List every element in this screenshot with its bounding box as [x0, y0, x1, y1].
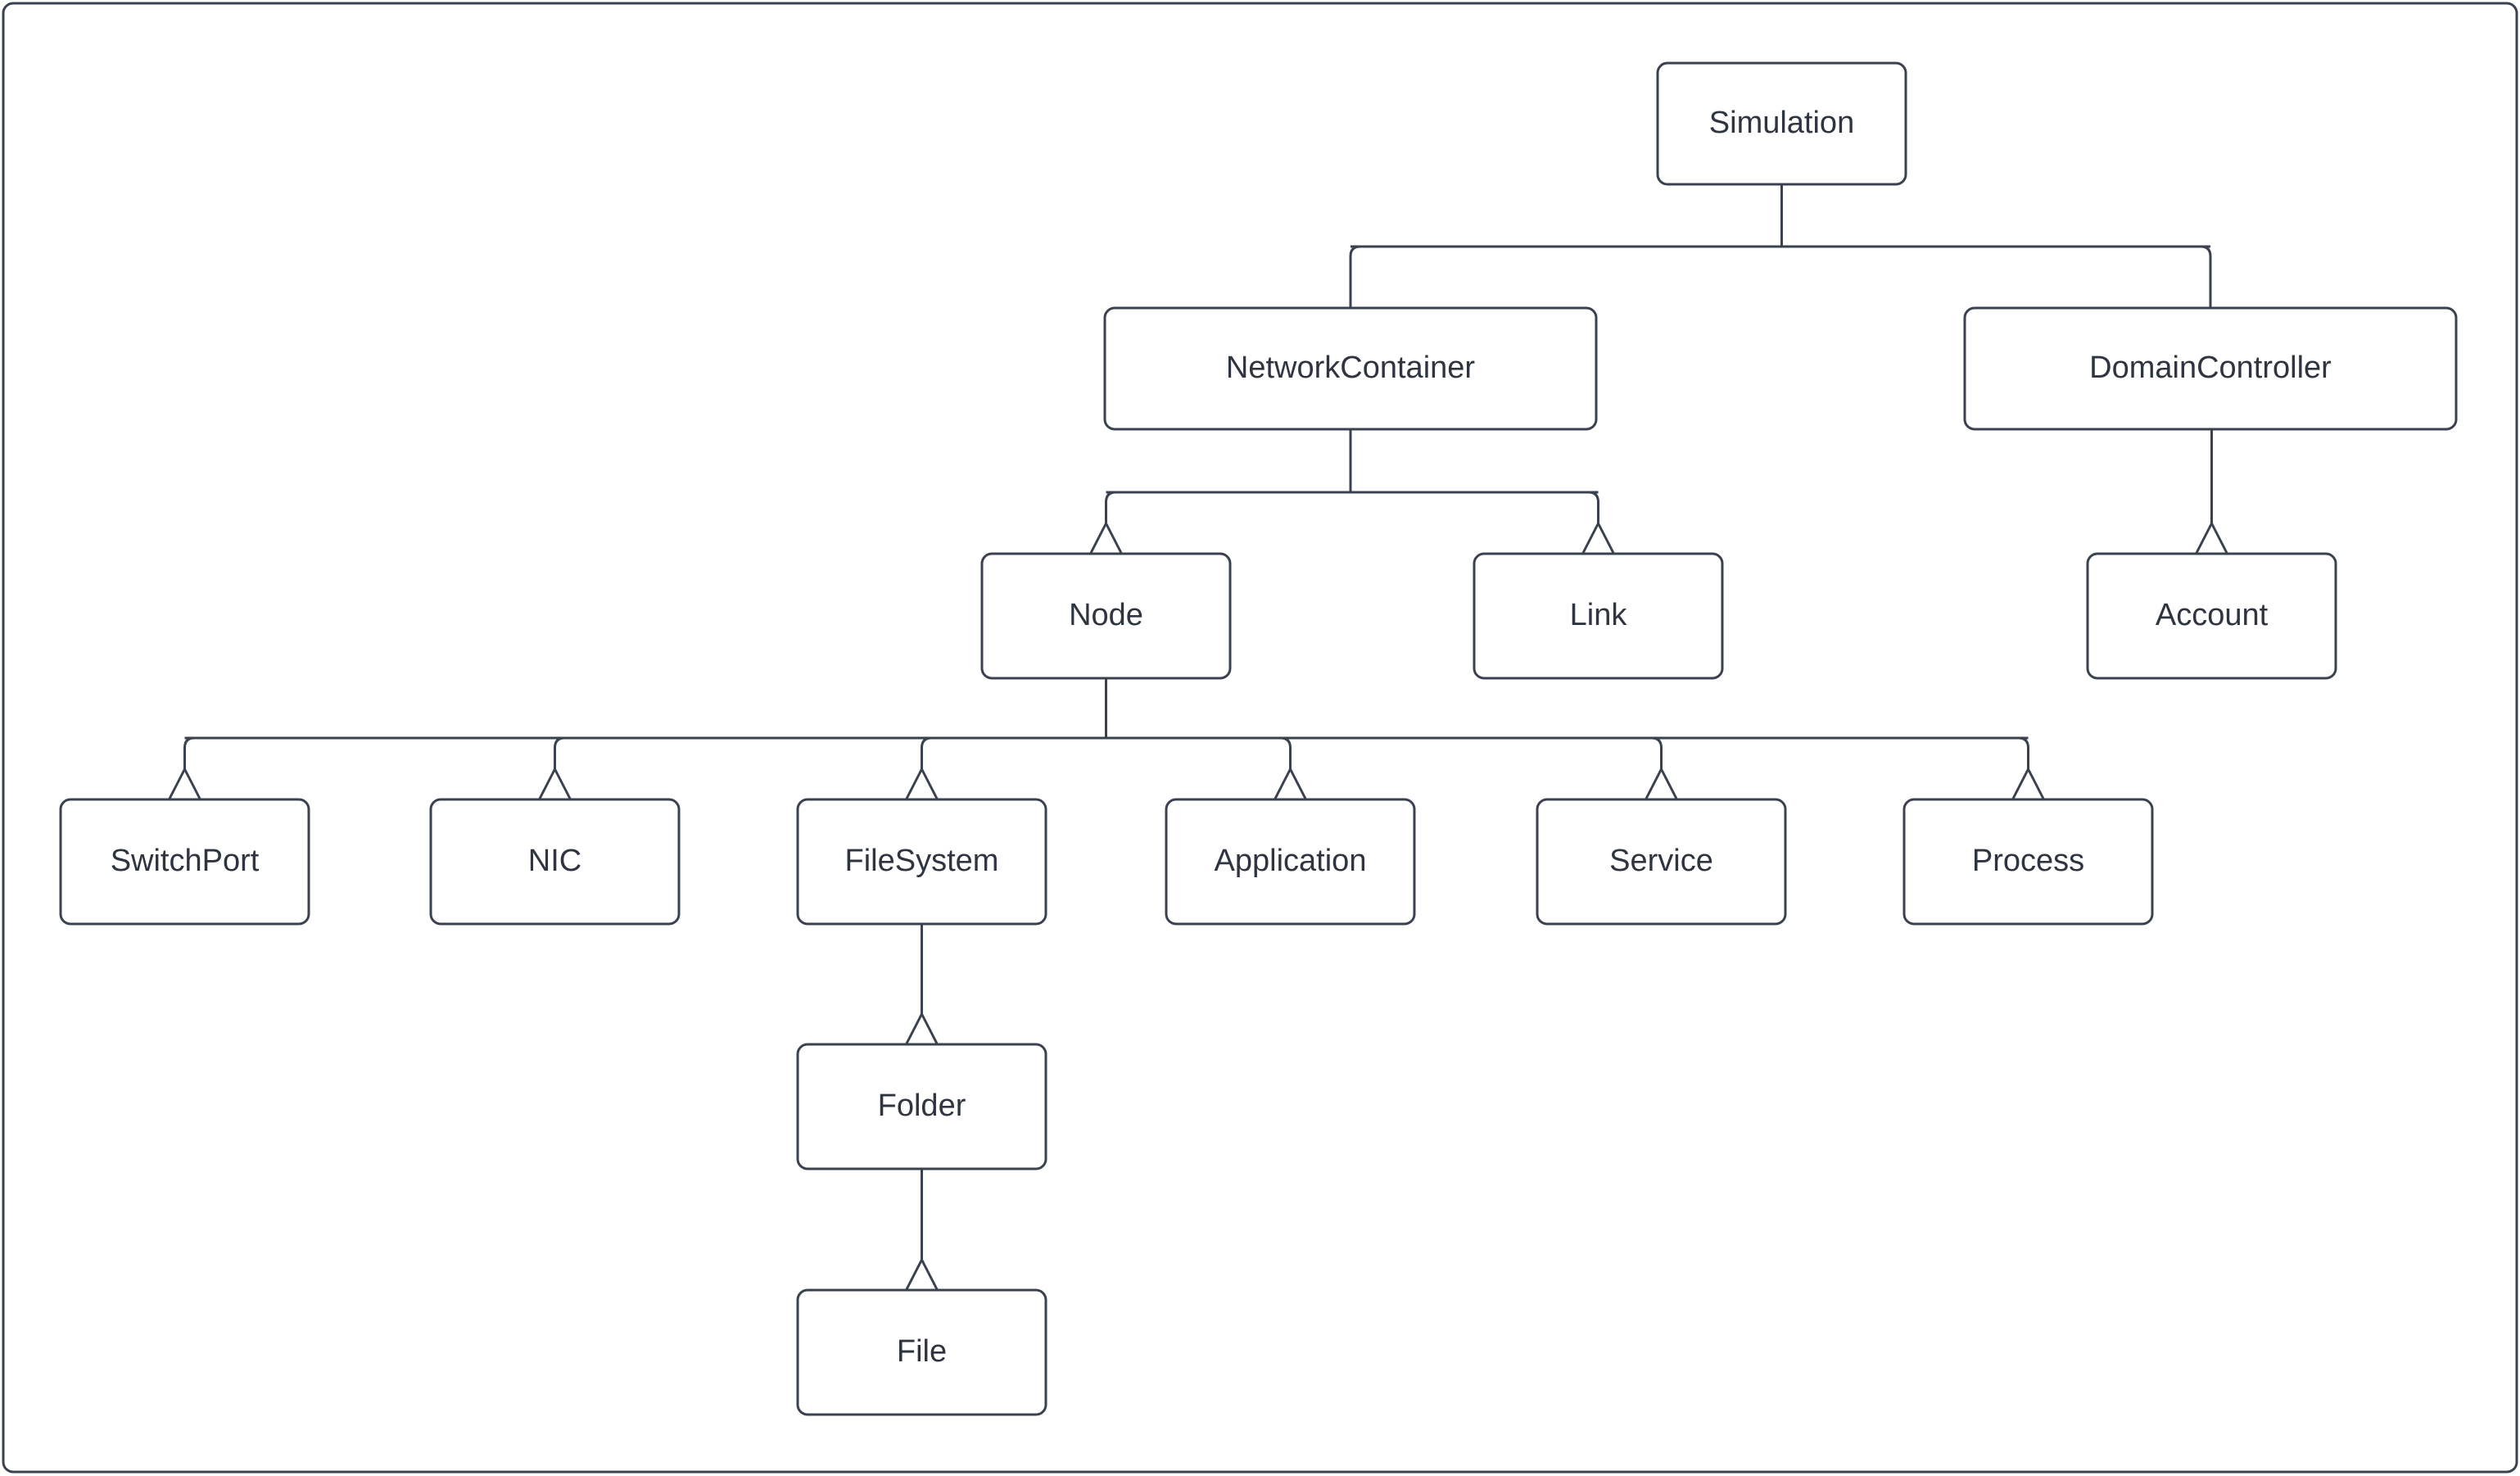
class-node-folder[interactable]: Folder — [796, 1043, 1047, 1170]
class-box-simulation[interactable] — [1656, 61, 1907, 186]
class-box-link[interactable] — [1473, 552, 1724, 680]
class-node-domaincontroller[interactable]: DomainController — [1963, 306, 2458, 431]
class-node-filesystem[interactable]: FileSystem — [796, 798, 1047, 926]
arrowhead-node — [1089, 520, 1123, 555]
arrowhead-process — [2011, 766, 2045, 800]
class-node-simulation[interactable]: Simulation — [1656, 61, 1907, 186]
class-box-account[interactable] — [2086, 552, 2337, 680]
edge-layer — [168, 184, 2228, 1291]
class-node-nic[interactable]: NIC — [429, 798, 681, 926]
class-box-application[interactable] — [1165, 798, 1416, 926]
class-box-service[interactable] — [1536, 798, 1787, 926]
class-node-account[interactable]: Account — [2086, 552, 2337, 680]
class-box-process[interactable] — [1902, 798, 2154, 926]
class-box-folder[interactable] — [796, 1043, 1047, 1170]
class-node-node[interactable]: Node — [980, 552, 1232, 680]
class-box-switchport[interactable] — [59, 798, 310, 926]
arrowhead-account — [2195, 520, 2228, 555]
class-node-link[interactable]: Link — [1473, 552, 1724, 680]
class-box-file[interactable] — [796, 1288, 1047, 1416]
class-box-domaincontroller[interactable] — [1963, 306, 2458, 431]
class-box-filesystem[interactable] — [796, 798, 1047, 926]
arrowhead-file — [905, 1256, 939, 1291]
arrowhead-link — [1581, 520, 1615, 555]
arrowhead-filesystem — [905, 766, 939, 800]
arrowhead-service — [1645, 766, 1678, 800]
class-box-node[interactable] — [980, 552, 1232, 680]
class-node-process[interactable]: Process — [1902, 798, 2154, 926]
class-box-nic[interactable] — [429, 798, 681, 926]
class-node-service[interactable]: Service — [1536, 798, 1787, 926]
class-node-switchport[interactable]: SwitchPort — [59, 798, 310, 926]
class-node-file[interactable]: File — [796, 1288, 1047, 1416]
arrowhead-application — [1274, 766, 1307, 800]
class-node-application[interactable]: Application — [1165, 798, 1416, 926]
class-node-networkcontainer[interactable]: NetworkContainer — [1103, 306, 1598, 431]
arrowhead-folder — [905, 1011, 939, 1045]
arrowhead-switchport — [168, 766, 201, 800]
class-box-networkcontainer[interactable] — [1103, 306, 1598, 431]
arrowhead-nic — [538, 766, 572, 800]
